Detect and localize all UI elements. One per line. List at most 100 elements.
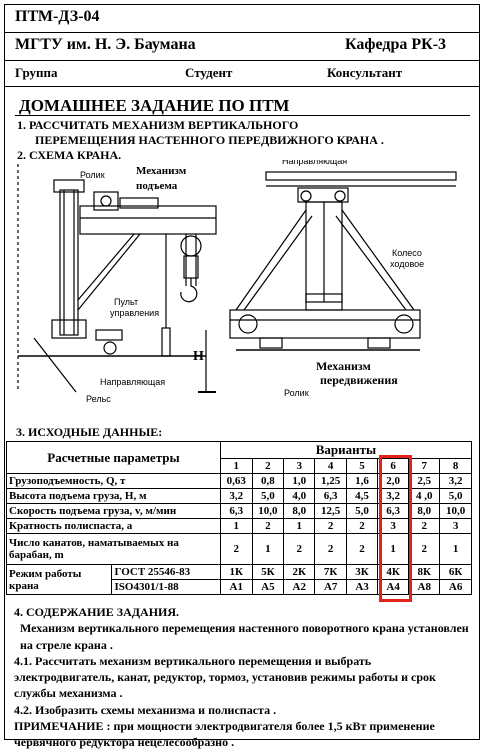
wheel-right bbox=[394, 314, 414, 334]
mode-value: 3К bbox=[345, 564, 379, 580]
right-strut bbox=[341, 209, 415, 311]
standard-gost: ГОСТ 25546-83 bbox=[111, 564, 221, 580]
label-rail: Рельс bbox=[86, 394, 111, 404]
label-guide-left: Направляющая bbox=[100, 377, 165, 387]
param-value: 2 bbox=[345, 533, 379, 565]
content-p4: ПРИМЕЧАНИЕ : при мощности электродвигате… bbox=[14, 719, 435, 750]
variant-number: 5 bbox=[345, 458, 379, 474]
param-value: 2 bbox=[345, 518, 379, 534]
param-value: 2 bbox=[283, 533, 316, 565]
mode-value: А6 bbox=[439, 579, 472, 595]
param-value: 0,63 bbox=[219, 473, 253, 489]
mode-label: Режим работы крана bbox=[5, 564, 113, 595]
mode-value: А5 bbox=[251, 579, 285, 595]
param-value: 5,0 bbox=[251, 488, 285, 504]
param-value: 2 bbox=[219, 533, 253, 565]
param-name: Грузоподъемность, Q, т bbox=[6, 473, 221, 489]
label-travel-mech-1: Механизм bbox=[316, 359, 371, 373]
param-name: Кратность полиспаста, а bbox=[6, 518, 221, 534]
group-label: Группа bbox=[15, 65, 58, 80]
mode-value: А4 bbox=[377, 579, 410, 595]
param-value: 4 ,0 bbox=[408, 488, 441, 504]
department-name: Кафедра РК-3 bbox=[345, 36, 447, 53]
label-roller-bottom: Ролик bbox=[284, 388, 309, 398]
label-wheel-1: Колесо bbox=[392, 248, 422, 258]
mode-value: 1К bbox=[219, 564, 253, 580]
university-name: МГТУ им. Н. Э. Баумана bbox=[15, 36, 196, 53]
param-header: Расчетные параметры bbox=[6, 441, 221, 474]
mode-value: 2К bbox=[283, 564, 316, 580]
task-1-line-1: 1. РАССЧИТАТЬ МЕХАНИЗМ ВЕРТИКАЛЬНОГО bbox=[17, 118, 299, 132]
consultant-label: Консультант bbox=[327, 65, 403, 80]
variant-number: 8 bbox=[439, 458, 472, 474]
mode-value: 5К bbox=[251, 564, 285, 580]
param-value: 6,3 bbox=[219, 503, 253, 519]
param-value: 2 bbox=[408, 518, 441, 534]
svg-text:Н: Н bbox=[193, 349, 204, 364]
param-value: 4,0 bbox=[283, 488, 316, 504]
param-value: 1 bbox=[439, 533, 472, 565]
mode-value: А8 bbox=[408, 579, 441, 595]
param-value: 1,25 bbox=[314, 473, 347, 489]
mode-value: 8К bbox=[408, 564, 441, 580]
left-strut bbox=[235, 209, 307, 311]
variant-6-highlight bbox=[379, 455, 412, 602]
variant-number: 3 bbox=[283, 458, 316, 474]
param-value: 2,5 bbox=[408, 473, 441, 489]
param-value: 5,0 bbox=[345, 503, 379, 519]
mode-value: 7К bbox=[314, 564, 347, 580]
label-hoist-mech-2: подъема bbox=[136, 180, 178, 192]
task-1-line-2: ПЕРЕМЕЩЕНИЯ НАСТЕННОГО ПЕРЕДВИЖНОГО КРАН… bbox=[35, 133, 384, 147]
control-pendant bbox=[161, 327, 171, 357]
variants-header: Варианты bbox=[219, 441, 473, 459]
header-row-code bbox=[5, 5, 479, 33]
param-value: 1 bbox=[377, 533, 410, 565]
param-value: 12,5 bbox=[314, 503, 347, 519]
mode-value: А2 bbox=[283, 579, 316, 595]
param-value: 1,0 bbox=[283, 473, 316, 489]
variant-number: 1 bbox=[219, 458, 253, 474]
variant-number: 4 bbox=[314, 458, 347, 474]
header-row-signatures bbox=[5, 61, 479, 87]
param-value: 1 bbox=[219, 518, 253, 534]
standard-iso: ISO4301/1-88 bbox=[111, 579, 221, 595]
crane-hook bbox=[180, 278, 198, 303]
initial-data-heading: 3. ИСХОДНЫЕ ДАННЫЕ: bbox=[16, 425, 163, 439]
mode-value: А1 bbox=[219, 579, 253, 595]
mode-value: А7 bbox=[314, 579, 347, 595]
lower-carriage bbox=[229, 309, 421, 339]
label-pendant-1: Пульт bbox=[114, 297, 138, 307]
crane-boom bbox=[79, 205, 217, 235]
param-value: 1,6 bbox=[345, 473, 379, 489]
title-divider bbox=[15, 115, 470, 116]
variant-number: 7 bbox=[408, 458, 441, 474]
assignment-sheet: ПТМ-ДЗ-04 МГТУ им. Н. Э. Баумана Кафедра… bbox=[4, 4, 480, 740]
variant-number: 2 bbox=[251, 458, 285, 474]
content-section: 4. СОДЕРЖАНИЕ ЗАДАНИЯ. Механизм вертикал… bbox=[14, 604, 469, 751]
mode-value: 4К bbox=[377, 564, 410, 580]
param-value: 2 bbox=[408, 533, 441, 565]
content-p1: Механизм вертикального перемещения насте… bbox=[20, 621, 469, 652]
param-value: 1 bbox=[283, 518, 316, 534]
student-label: Студент bbox=[185, 65, 233, 80]
guide-beam-top bbox=[265, 171, 457, 181]
param-value: 10,0 bbox=[251, 503, 285, 519]
label-roller-top: Ролик bbox=[80, 170, 105, 180]
param-value: 2 bbox=[314, 518, 347, 534]
label-hoist-mech-1: Механизм bbox=[136, 165, 187, 177]
label-pendant-2: управления bbox=[110, 308, 159, 318]
mode-value: А3 bbox=[345, 579, 379, 595]
label-wheel-2: ходовое bbox=[390, 259, 424, 269]
hoist-motor bbox=[93, 191, 119, 211]
content-p3: 4.2. Изобразить схемы механизма и полисп… bbox=[14, 702, 277, 717]
page-title: ДОМАШНЕЕ ЗАДАНИЕ ПО ПТМ bbox=[19, 96, 290, 115]
content-heading: 4. СОДЕРЖАНИЕ ЗАДАНИЯ. bbox=[14, 605, 180, 619]
header-row-university bbox=[5, 33, 479, 61]
assignment-code: ПТМ-ДЗ-04 bbox=[15, 8, 100, 25]
wheel-left bbox=[238, 314, 258, 334]
